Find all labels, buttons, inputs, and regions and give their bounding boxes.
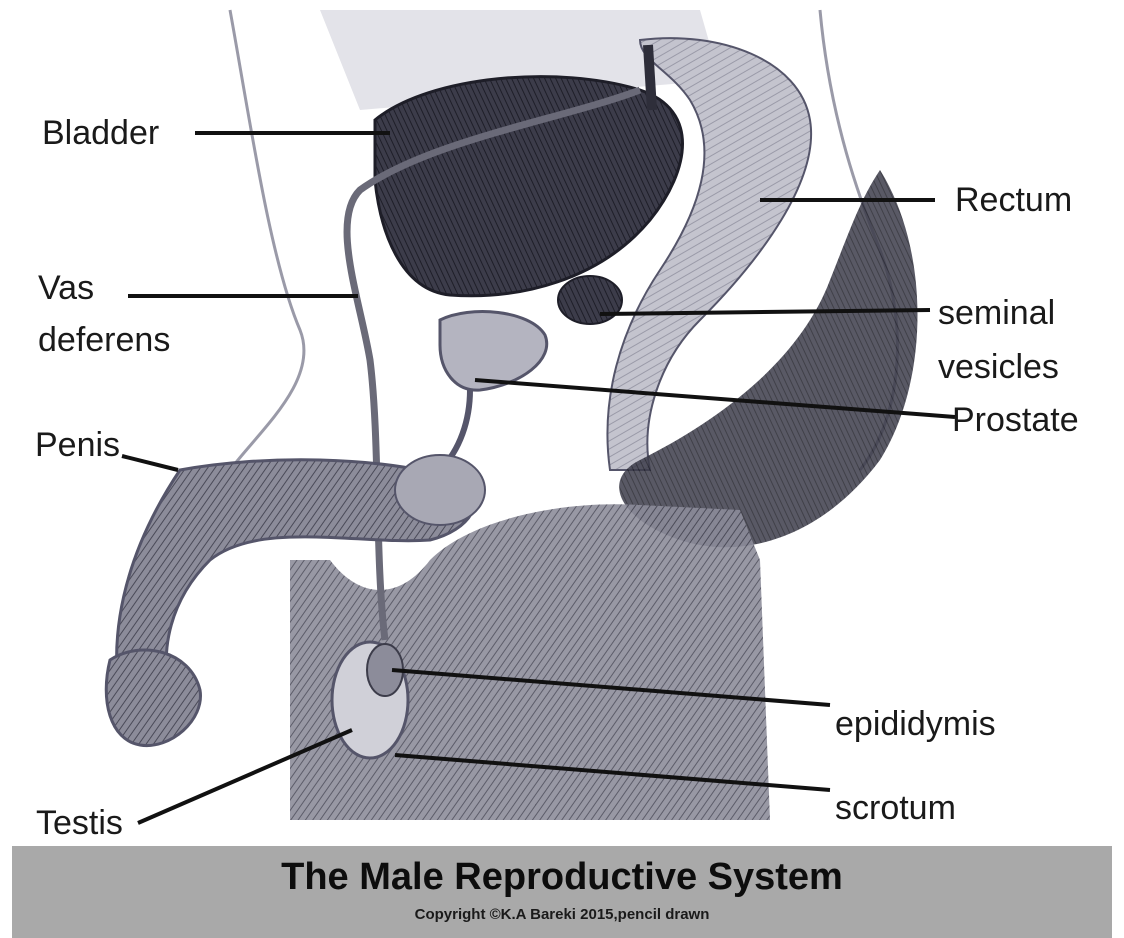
penile-bulb [395, 455, 485, 525]
label-bladder: Bladder [42, 113, 159, 153]
glans-shape [106, 650, 200, 746]
seminal-vesicles-shape [558, 276, 622, 324]
label-vas-deferens-line2: deferens [38, 320, 170, 360]
caption-band: The Male Reproductive System Copyright ©… [12, 846, 1112, 938]
copyright-notice: Copyright ©K.A Bareki 2015,pencil drawn [12, 906, 1112, 923]
prostate-shape [440, 312, 547, 391]
label-penis: Penis [35, 425, 120, 465]
label-testis: Testis [36, 803, 123, 843]
label-scrotum: scrotum [835, 788, 956, 828]
penis-leader [122, 456, 178, 470]
diagram-title: The Male Reproductive System [12, 856, 1112, 899]
label-epididymis: epididymis [835, 704, 996, 744]
label-vas-deferens-line1: Vas [38, 268, 94, 308]
label-seminal-vesicles-line2: vesicles [938, 347, 1059, 387]
ureter [648, 45, 652, 110]
label-seminal-vesicles-line1: seminal [938, 293, 1055, 333]
label-prostate: Prostate [952, 400, 1079, 440]
label-rectum: Rectum [955, 180, 1072, 220]
thigh-outline [230, 10, 304, 470]
bladder-shape [375, 77, 683, 296]
